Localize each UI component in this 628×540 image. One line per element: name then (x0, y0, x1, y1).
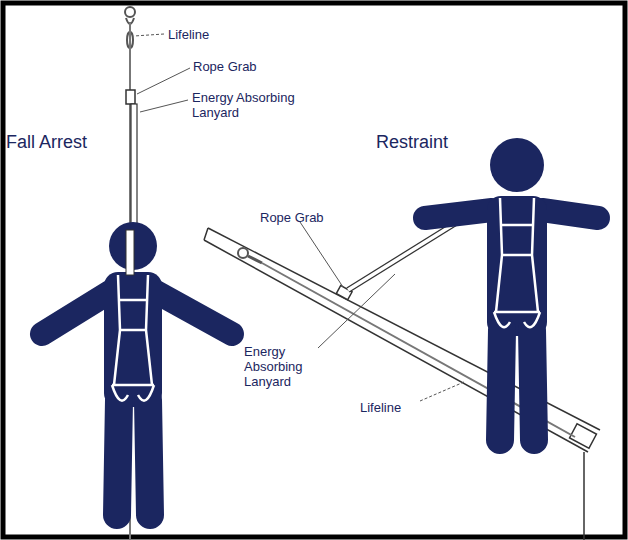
fall-arrest-figure (42, 7, 232, 540)
part-label: Lifeline (360, 400, 401, 415)
restraint-figure (204, 138, 600, 540)
part-label: Lifeline (168, 27, 209, 42)
part-label: Energy Absorbing Lanyard (192, 90, 302, 120)
part-label: Energy Absorbing Lanyard (244, 344, 340, 389)
figure-title: Fall Arrest (6, 132, 87, 152)
figure-title: Restraint (376, 132, 448, 152)
leader-lines (134, 34, 464, 401)
frame (3, 3, 625, 537)
part-label: Rope Grab (260, 210, 324, 225)
part-label: Rope Grab (193, 59, 257, 74)
